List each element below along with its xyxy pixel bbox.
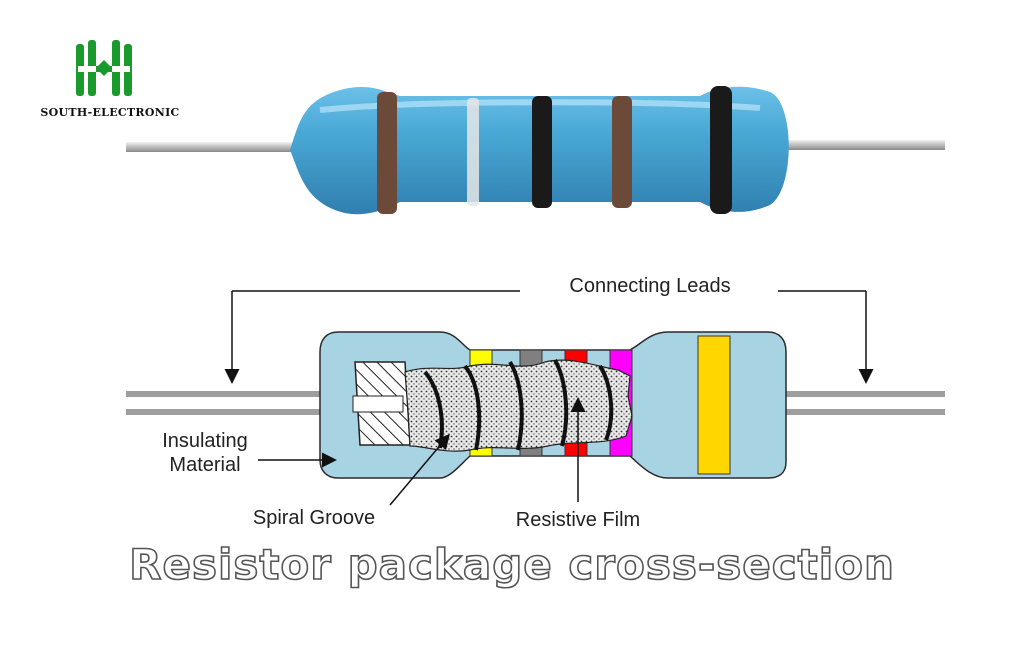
connecting-leads-callout: Connecting Leads: [224, 275, 874, 384]
label-insulating-line2: Material: [169, 454, 240, 476]
photo-left-lead: [126, 142, 306, 152]
brand-name: SOUTH-ELECTRONIC: [40, 106, 180, 119]
insulating-material-callout: Insulating Material: [162, 430, 337, 476]
resistor-photo: [126, 86, 945, 215]
resistive-film-callout: Resistive Film: [516, 397, 640, 531]
photo-band-3: [532, 96, 552, 208]
end-cap-slot: [352, 395, 404, 413]
label-spiral-groove: Spiral Groove: [253, 507, 375, 529]
photo-right-lead: [780, 140, 945, 150]
photo-band-2: [467, 98, 479, 206]
right-connecting-lead: [775, 391, 945, 415]
band-gold: [697, 335, 731, 475]
spiral-groove-callout: Spiral Groove: [253, 433, 450, 529]
left-connecting-lead: [126, 391, 326, 415]
label-resistive-film: Resistive Film: [516, 509, 640, 531]
photo-band-5: [710, 86, 732, 214]
resistive-core: [404, 359, 633, 452]
label-connecting-leads: Connecting Leads: [569, 275, 730, 297]
arrow-spiral-groove: [389, 433, 450, 506]
photo-band-1: [377, 92, 397, 214]
brand-logo: SOUTH-ELECTRONIC: [30, 38, 190, 128]
label-insulating-line1: Insulating: [162, 430, 248, 452]
figure-caption: Resistor package cross-section: [128, 539, 895, 590]
logo-mark-icon: [76, 40, 132, 96]
photo-band-4: [612, 96, 632, 208]
